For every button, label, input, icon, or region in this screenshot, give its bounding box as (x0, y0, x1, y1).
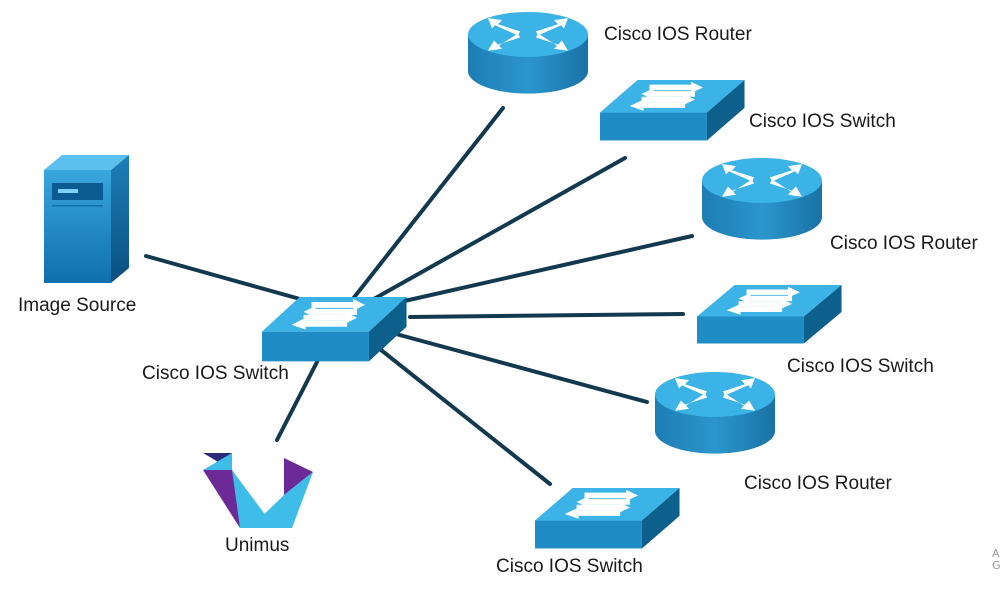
edge-text-line-2: G (992, 559, 1000, 573)
switch-2-label: Cisco IOS Switch (787, 356, 934, 377)
link-router_1 (350, 106, 505, 302)
link-switch_2 (408, 312, 685, 319)
switch-icon (697, 285, 842, 344)
links (144, 106, 694, 486)
link-unimus (275, 358, 320, 442)
switch-1-label: Cisco IOS Switch (749, 111, 896, 132)
router-3-label: Cisco IOS Router (744, 473, 892, 494)
router-1-label: Cisco IOS Router (604, 24, 752, 45)
router-icon (468, 12, 588, 94)
core-switch-label: Cisco IOS Switch (142, 363, 289, 384)
switch-3-label: Cisco IOS Switch (496, 556, 643, 577)
switch-icon (535, 488, 680, 549)
link-image_source (144, 254, 302, 301)
link-router_3 (394, 332, 649, 404)
link-router_2 (398, 234, 694, 304)
unimus-label: Unimus (225, 535, 290, 556)
unimus-logo (203, 453, 313, 528)
edge-text: A G (992, 547, 1000, 573)
edge-text-line-1: A (992, 547, 1000, 560)
switch-icon (600, 80, 745, 141)
link-switch_1 (370, 156, 627, 302)
router-2-label: Cisco IOS Router (830, 233, 978, 254)
server-icon (44, 155, 129, 283)
image-source-label: Image Source (18, 295, 137, 316)
router-icon (702, 158, 822, 240)
link-switch_3 (379, 348, 552, 486)
router-icon (655, 372, 775, 454)
